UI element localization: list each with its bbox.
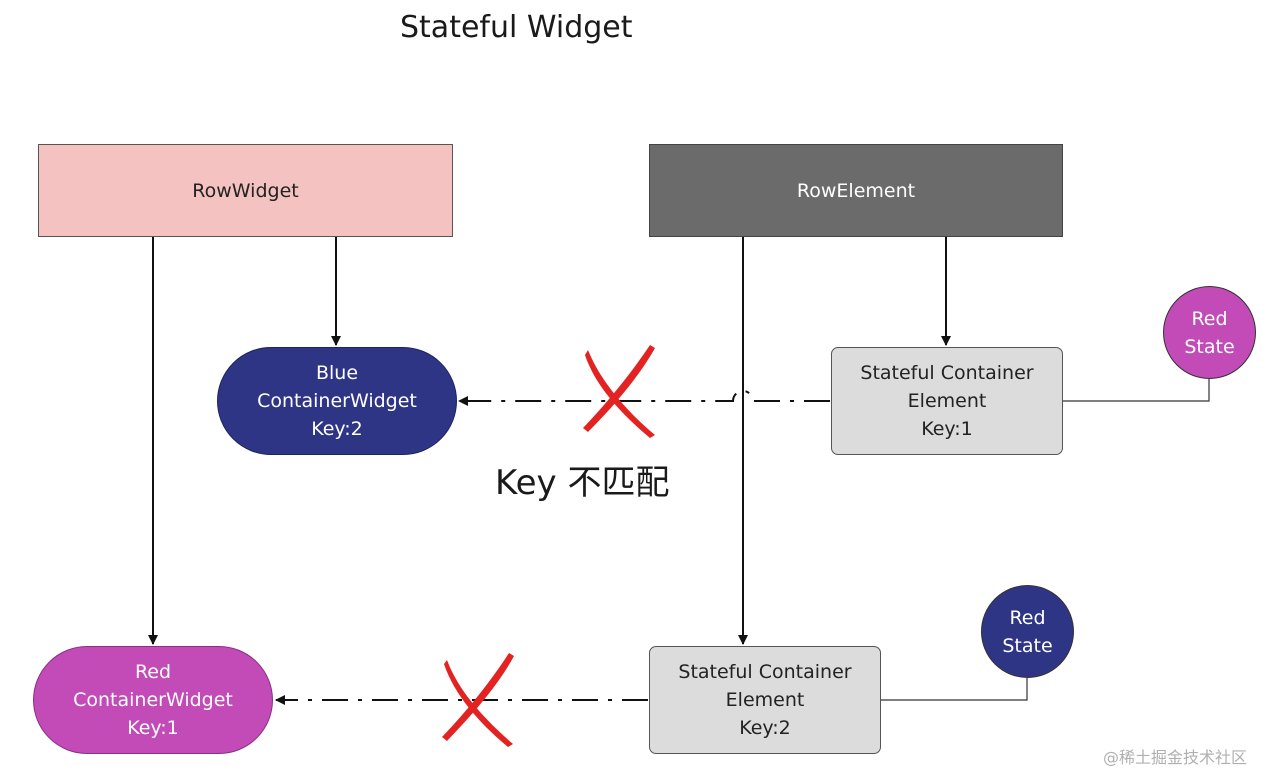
element-top-line2: Element xyxy=(907,390,987,412)
red-state-bottom-node: Red State xyxy=(981,585,1074,678)
state-top-line1: Red xyxy=(1191,307,1228,330)
key-mismatch-caption: Key 不匹配 xyxy=(495,463,670,503)
red-widget-line2: ContainerWidget xyxy=(73,689,233,711)
red-widget-line1: Red xyxy=(134,661,172,683)
row-element-node: RowElement xyxy=(649,144,1063,237)
element-bottom-line2: Element xyxy=(725,689,805,711)
edge-element-top-state xyxy=(1063,379,1210,402)
blue-container-widget-node: Blue ContainerWidget Key:2 xyxy=(217,347,457,455)
red-container-widget-node: Red ContainerWidget Key:1 xyxy=(33,646,273,754)
stateful-element-top-node: Stateful Container Element Key:1 xyxy=(831,347,1063,455)
stateful-element-bottom-node: Stateful Container Element Key:2 xyxy=(649,646,881,754)
state-top-line2: State xyxy=(1184,335,1235,358)
red-state-top-node: Red State xyxy=(1163,286,1256,379)
watermark: @稀土掘金技术社区 xyxy=(1103,748,1248,767)
blue-widget-line1: Blue xyxy=(315,362,359,384)
element-top-key: Key:1 xyxy=(921,418,973,440)
element-top-line1: Stateful Container xyxy=(860,362,1034,384)
row-element-label: RowElement xyxy=(796,179,916,202)
state-bottom-line1: Red xyxy=(1009,606,1046,629)
element-bottom-line1: Stateful Container xyxy=(678,661,852,683)
diagram-title: Stateful Widget xyxy=(400,10,633,45)
row-widget-node: RowWidget xyxy=(38,144,453,237)
row-widget-label: RowWidget xyxy=(192,179,299,202)
element-bottom-key: Key:2 xyxy=(739,717,791,739)
blue-widget-line2: ContainerWidget xyxy=(257,390,417,412)
mismatch-cross-top xyxy=(583,345,655,438)
blue-widget-key: Key:2 xyxy=(311,418,363,440)
edge-element-top-to-blue-widget xyxy=(458,390,830,406)
mismatch-cross-bottom xyxy=(442,653,514,747)
red-widget-key: Key:1 xyxy=(127,717,179,739)
edge-element-bottom-state xyxy=(881,678,1028,701)
state-bottom-line2: State xyxy=(1002,634,1053,657)
